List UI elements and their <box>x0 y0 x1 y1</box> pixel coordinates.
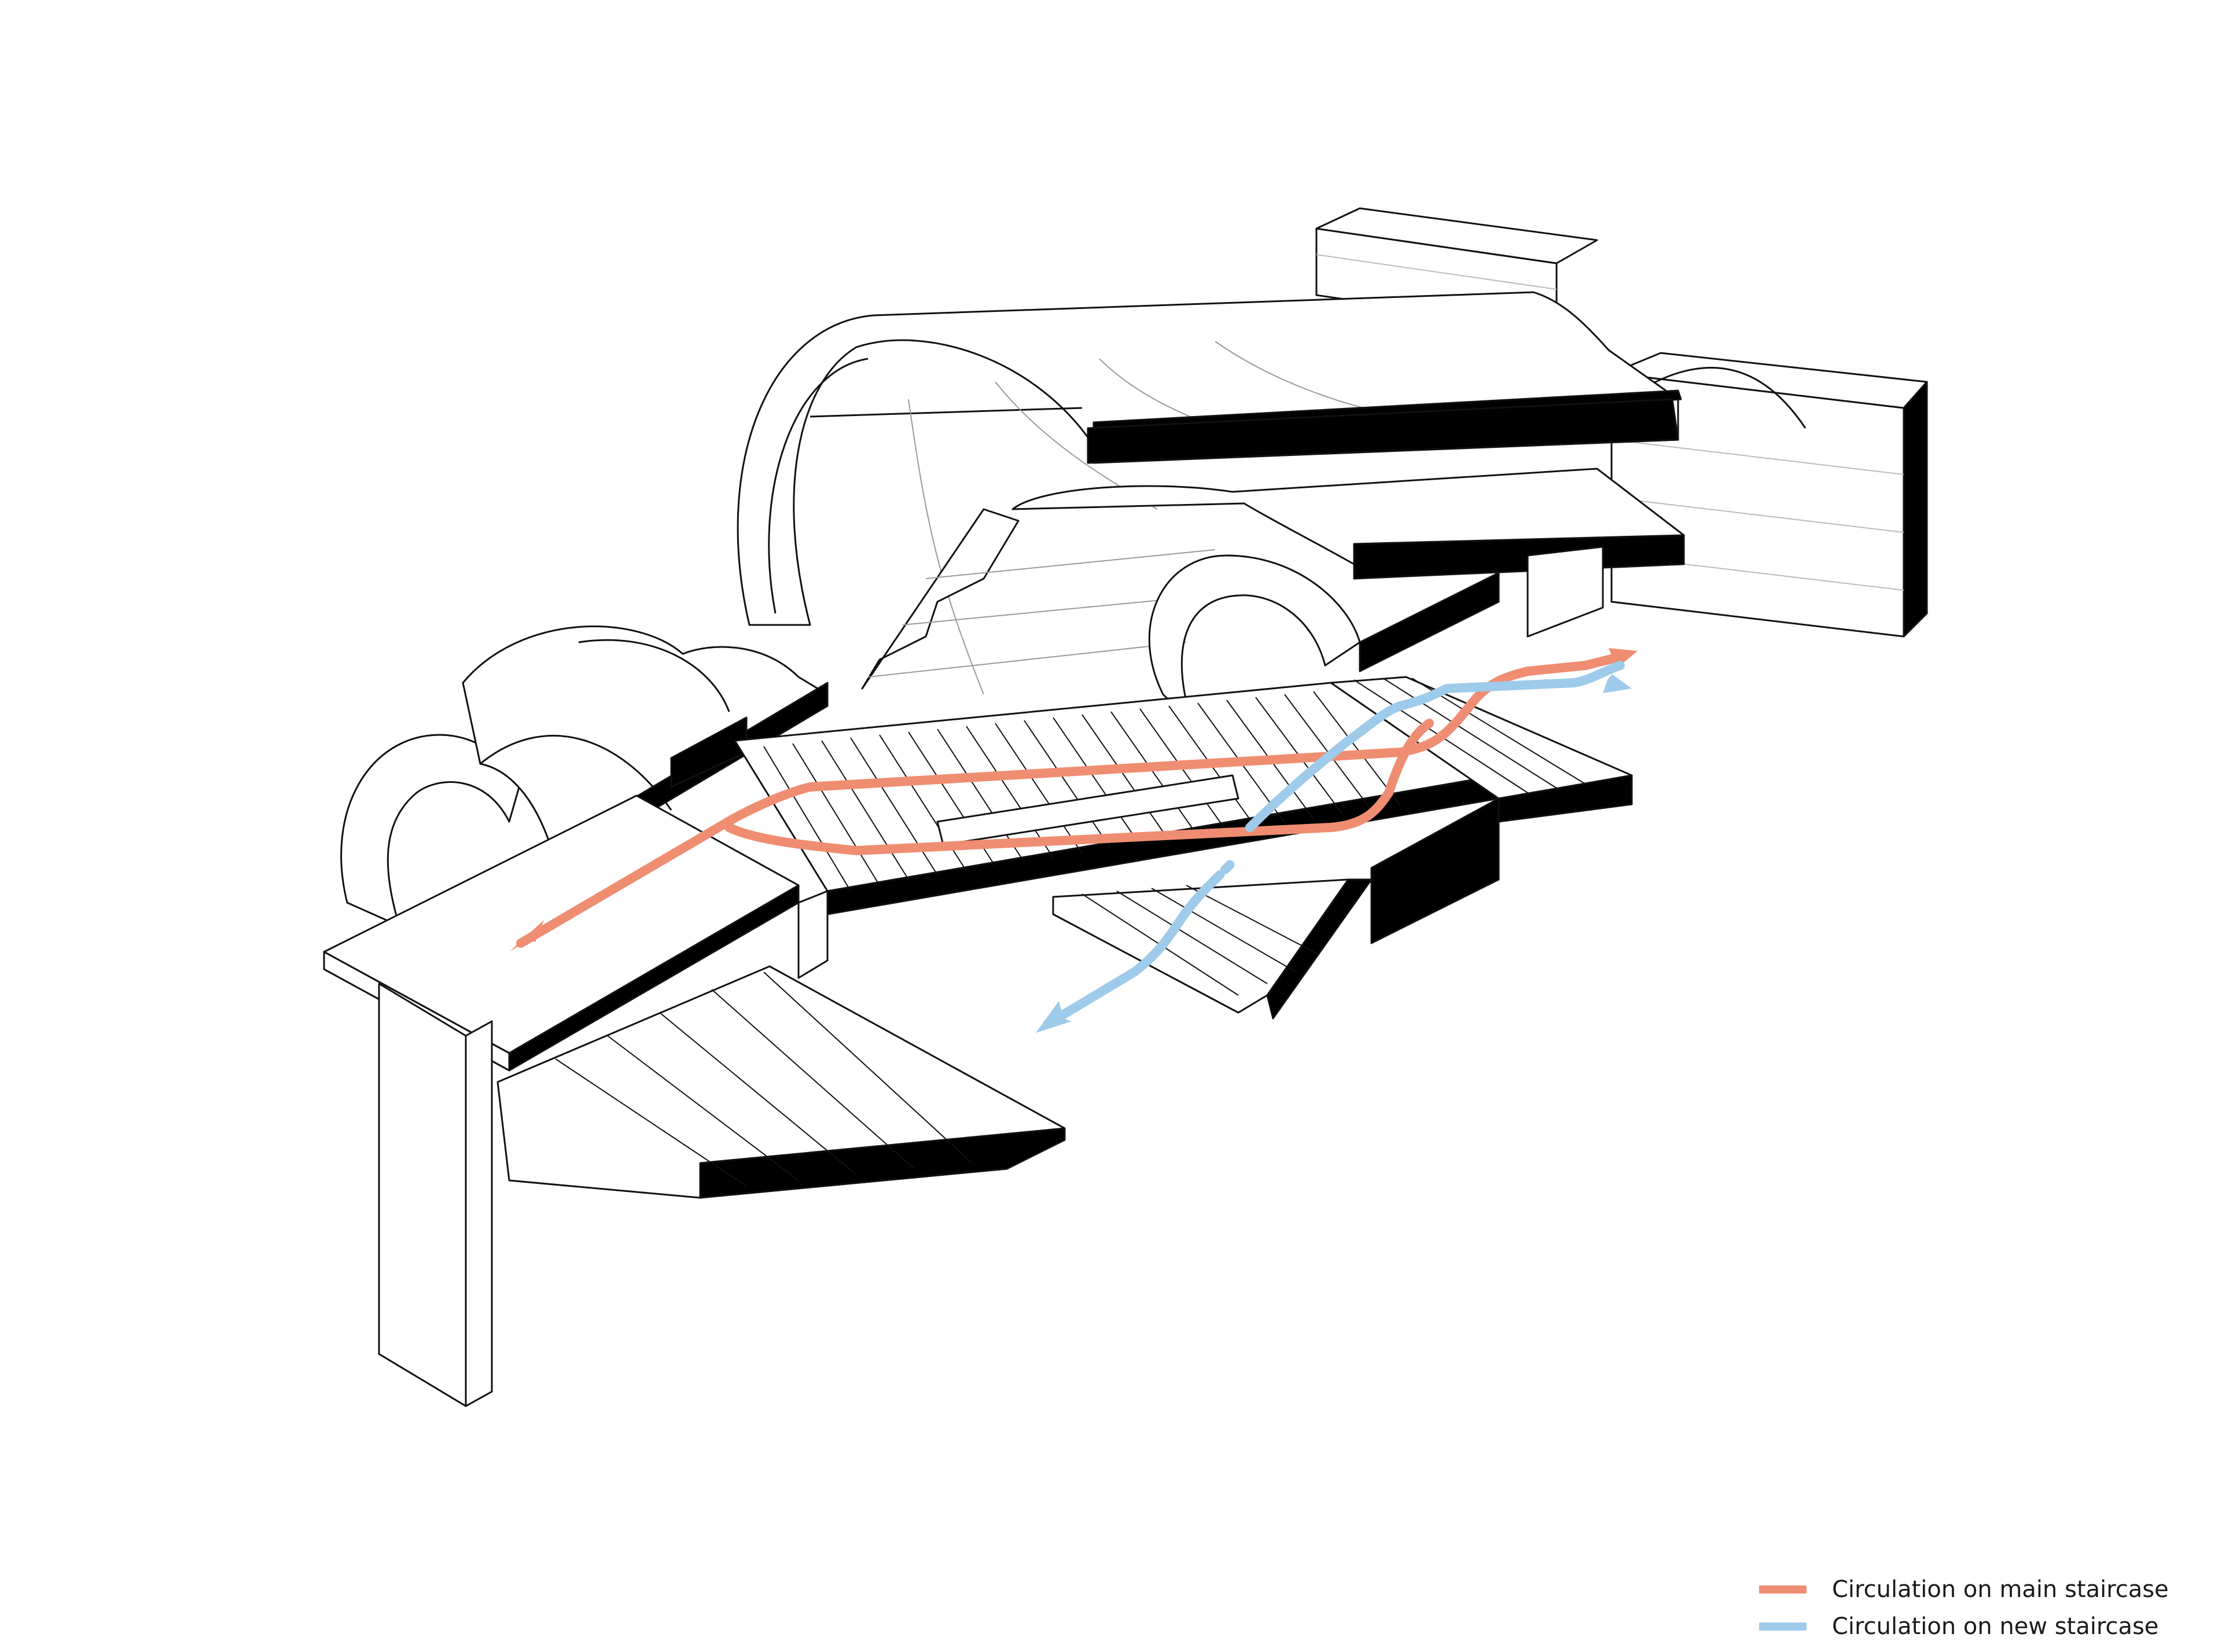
rear-right-wall-block <box>1610 352 1928 638</box>
legend-swatch-new <box>1759 1622 1807 1631</box>
main-path-arrow-left <box>509 920 544 952</box>
legend: Circulation on main staircase Circulatio… <box>1759 1571 2199 1645</box>
new-path-arrow-right <box>1603 674 1632 693</box>
circulation-new-staircase-path <box>1043 661 1625 1029</box>
legend-label-main: Circulation on main staircase <box>1832 1576 2169 1603</box>
legend-label-new: Circulation on new staircase <box>1832 1613 2159 1640</box>
right-small-arch <box>1148 554 1500 724</box>
lower-left-staircase <box>496 965 1066 1199</box>
main-path-arrow-right <box>1609 648 1638 665</box>
legend-item-new-staircase: Circulation on new staircase <box>1759 1608 2199 1645</box>
lower-right-staircase <box>1052 878 1373 1020</box>
circulation-main-staircase-path <box>516 652 1625 948</box>
main-barrel-vault <box>737 291 1682 695</box>
middle-vault-slab <box>861 468 1685 690</box>
legend-swatch-main <box>1759 1585 1807 1594</box>
new-path-arrow-left <box>1036 1001 1072 1033</box>
legend-item-main-staircase: Circulation on main staircase <box>1759 1571 2199 1608</box>
